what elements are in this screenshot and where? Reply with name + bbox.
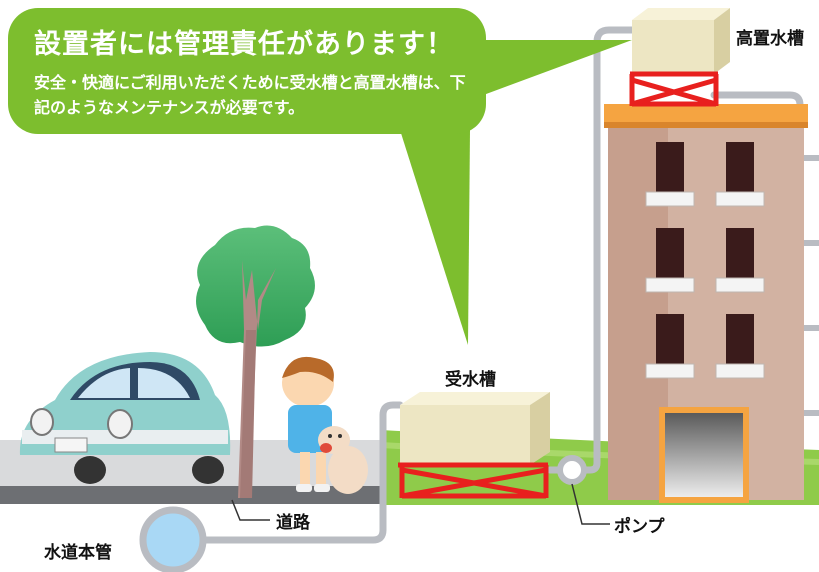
label-road: 道路	[276, 513, 310, 533]
water-main-pipe	[139, 506, 207, 572]
bubble-body-text: 安全・快適にご利用いただくために受水槽と高置水槽は、下記のようなメンテナンスが必…	[34, 73, 466, 117]
water-pipes	[201, 26, 804, 544]
bubble-title: 設置者には管理責任があります！	[34, 29, 454, 60]
car	[19, 352, 231, 484]
label-pump: ポンプ	[614, 517, 665, 537]
building-entrance	[659, 407, 749, 503]
label-receiving-tank: 受水槽	[445, 370, 496, 390]
building-windows	[656, 142, 754, 364]
label-elevated-tank: 高置水槽	[736, 29, 804, 49]
label-water-main: 水道本管	[44, 543, 112, 563]
window-balconies	[645, 191, 765, 379]
dog	[318, 426, 368, 494]
leader-lines	[231, 483, 610, 525]
road-curb	[0, 486, 380, 504]
elevated-tank	[629, 8, 730, 107]
receiving-tank	[398, 392, 550, 499]
apartment-building	[604, 104, 808, 503]
speech-bubble	[8, 8, 632, 345]
tree	[196, 225, 315, 498]
pump	[557, 455, 587, 485]
